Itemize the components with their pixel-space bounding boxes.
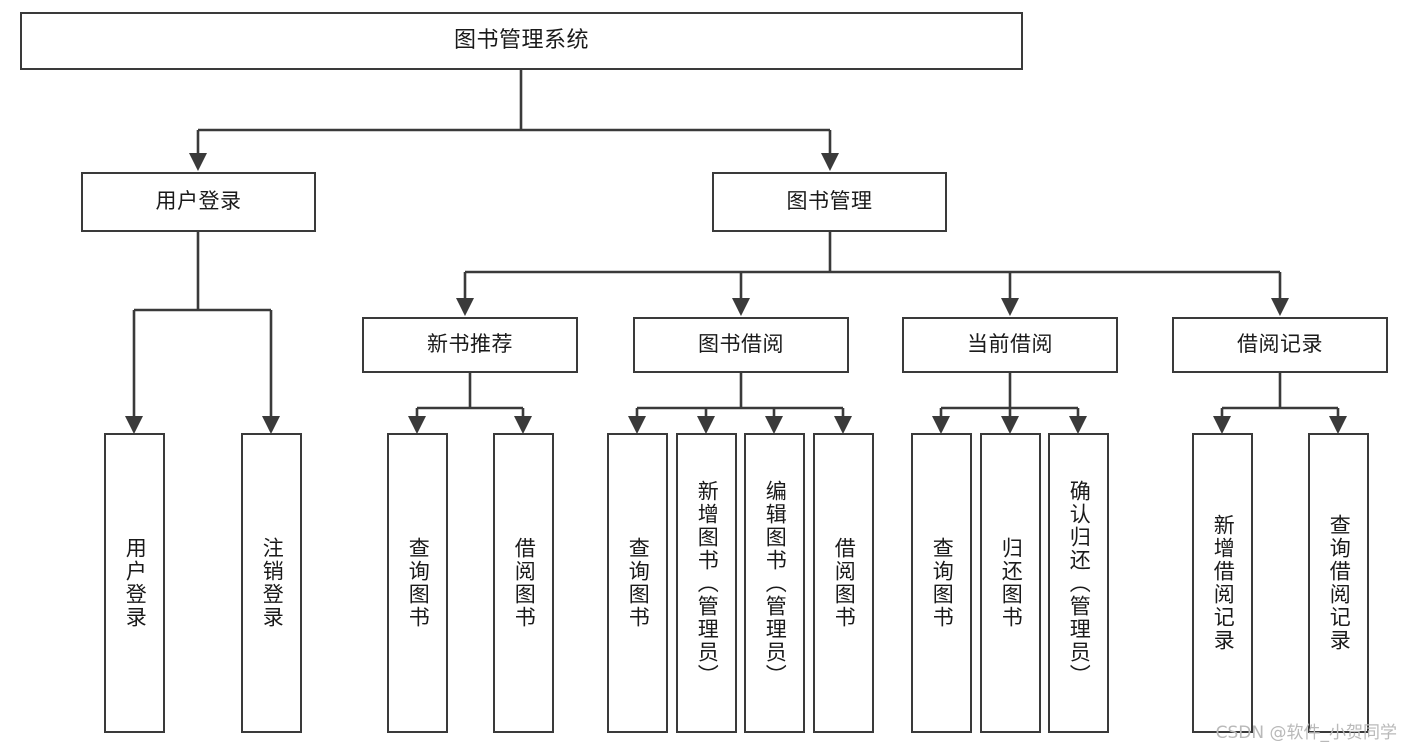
node-label: 用户登录: [123, 537, 148, 629]
leaf-current-query-books[interactable]: 查询图书: [911, 433, 972, 733]
leaf-borrow-add-book-admin[interactable]: 新增图书（管理员）: [676, 433, 737, 733]
leaf-borrow-borrow-books[interactable]: 借阅图书: [813, 433, 874, 733]
node-label: 图书管理系统: [453, 27, 589, 53]
node-book-borrow[interactable]: 图书借阅: [633, 317, 849, 373]
leaf-logout[interactable]: 注销登录: [241, 433, 302, 733]
leaf-user-login[interactable]: 用户登录: [104, 433, 165, 733]
node-root-book-management-system[interactable]: 图书管理系统: [20, 12, 1023, 70]
node-label: 归还图书: [999, 537, 1024, 629]
node-book-management[interactable]: 图书管理: [712, 172, 947, 232]
node-label: 查询图书: [930, 537, 955, 629]
node-label: 用户登录: [155, 189, 242, 214]
node-current-borrow[interactable]: 当前借阅: [902, 317, 1118, 373]
leaf-new-book-borrow-books[interactable]: 借阅图书: [493, 433, 554, 733]
node-label: 查询借阅记录: [1327, 514, 1352, 652]
node-label: 新书推荐: [427, 332, 513, 357]
node-user-login[interactable]: 用户登录: [81, 172, 316, 232]
node-label: 新增借阅记录: [1211, 514, 1236, 652]
leaf-new-book-query-books[interactable]: 查询图书: [387, 433, 448, 733]
node-label: 图书管理: [786, 189, 873, 214]
node-label: 查询图书: [626, 537, 651, 629]
leaf-borrow-query-books[interactable]: 查询图书: [607, 433, 668, 733]
leaf-record-query-borrow-record[interactable]: 查询借阅记录: [1308, 433, 1369, 733]
node-label: 借阅图书: [512, 537, 537, 629]
leaf-borrow-edit-book-admin[interactable]: 编辑图书（管理员）: [744, 433, 805, 733]
leaf-record-add-borrow-record[interactable]: 新增借阅记录: [1192, 433, 1253, 733]
node-label: 图书借阅: [698, 332, 784, 357]
node-label: 借阅图书: [832, 537, 857, 629]
leaf-current-return-books[interactable]: 归还图书: [980, 433, 1041, 733]
node-label: 借阅记录: [1237, 332, 1323, 357]
leaf-current-confirm-return-admin[interactable]: 确认归还（管理员）: [1048, 433, 1109, 733]
node-label: 编辑图书（管理员）: [763, 479, 788, 687]
node-label: 新增图书（管理员）: [695, 479, 720, 687]
node-label: 查询图书: [406, 537, 431, 629]
node-new-book-recommend[interactable]: 新书推荐: [362, 317, 578, 373]
node-label: 注销登录: [260, 537, 285, 629]
node-borrow-record[interactable]: 借阅记录: [1172, 317, 1388, 373]
node-label: 确认归还（管理员）: [1067, 479, 1092, 687]
node-label: 当前借阅: [967, 332, 1053, 357]
